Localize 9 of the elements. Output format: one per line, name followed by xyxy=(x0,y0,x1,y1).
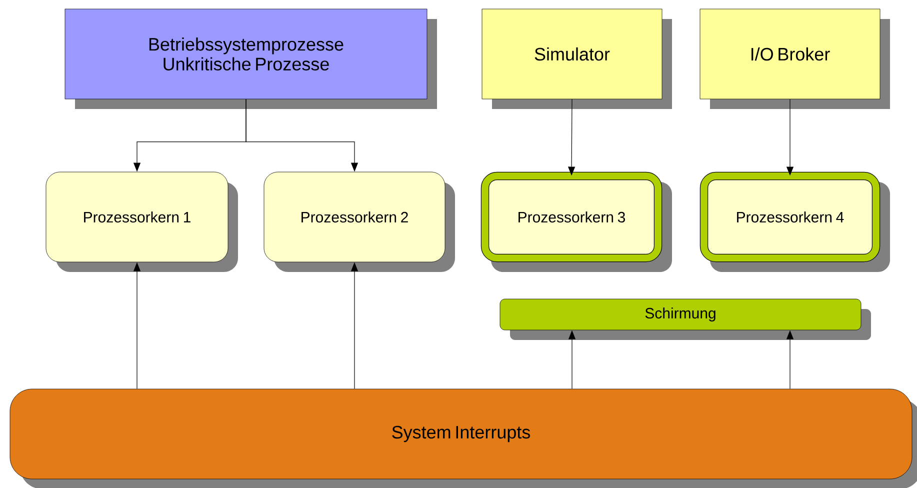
core-box: Prozessorkern 1 xyxy=(46,172,238,272)
shielded-core-box: Prozessorkern 4 xyxy=(700,172,890,272)
process-box: I/O Broker xyxy=(700,8,890,109)
shield-bar: Schirmung xyxy=(500,298,871,340)
process-box: Simulator xyxy=(482,8,672,109)
process-box: Betriebssystemprozesse Unkritische Prozesse xyxy=(64,8,437,109)
core-box: Prozessorkern 2 xyxy=(264,172,455,272)
interrupt-bar: System Interrupts xyxy=(10,388,917,488)
shielded-core-box: Prozessorkern 3 xyxy=(480,172,672,272)
